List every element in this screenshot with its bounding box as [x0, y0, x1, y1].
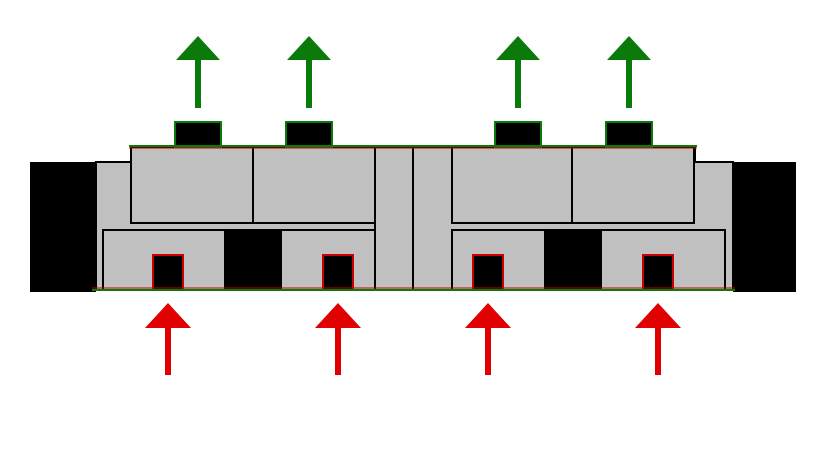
- input-arrow-2: [315, 303, 361, 375]
- input-arrow-4: [635, 303, 681, 375]
- top-port-4: [605, 121, 653, 148]
- chamber-4: [571, 146, 695, 224]
- top-port-1: [174, 121, 222, 148]
- chamber-3: [451, 146, 573, 224]
- output-arrow-1: [176, 36, 220, 108]
- block-left: [224, 230, 282, 290]
- output-arrow-3: [496, 36, 540, 108]
- output-arrow-4: [607, 36, 651, 108]
- bottom-port-1: [152, 254, 184, 291]
- bottom-port-2: [322, 254, 354, 291]
- top-port-2: [285, 121, 333, 148]
- input-arrow-3: [465, 303, 511, 375]
- block-right: [544, 230, 602, 290]
- right-housing: [733, 162, 796, 292]
- output-arrow-2: [287, 36, 331, 108]
- chamber-1: [130, 146, 254, 224]
- chamber-2: [252, 146, 376, 224]
- left-housing: [30, 162, 96, 292]
- top-port-3: [494, 121, 542, 148]
- bottom-port-3: [472, 254, 504, 291]
- bottom-port-4: [642, 254, 674, 291]
- input-arrow-1: [145, 303, 191, 375]
